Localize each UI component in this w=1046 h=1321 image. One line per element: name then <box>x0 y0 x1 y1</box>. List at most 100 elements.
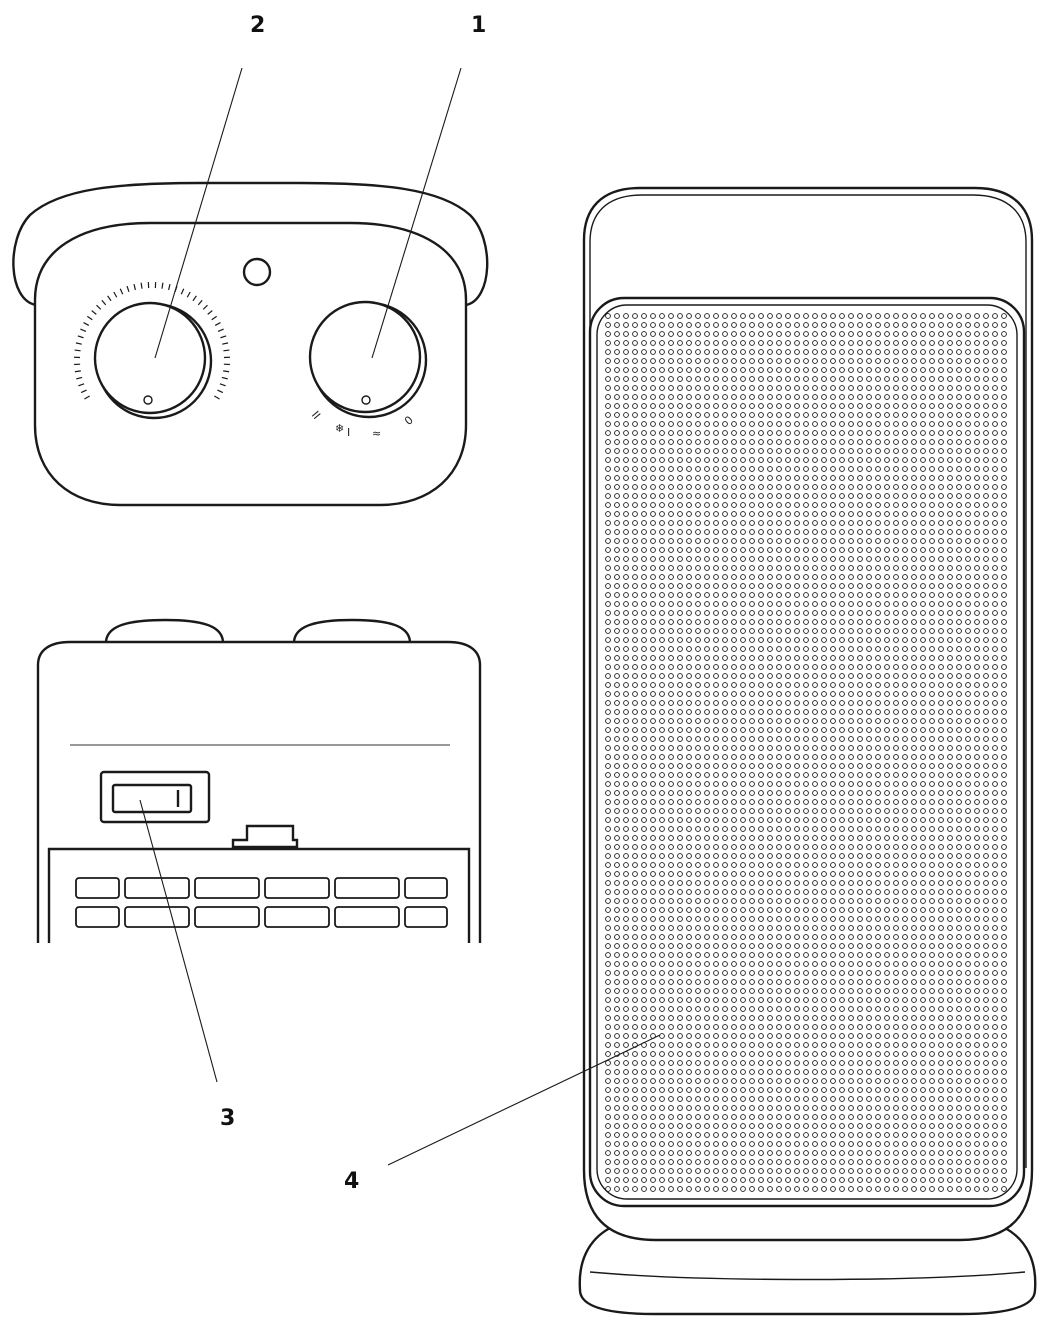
grille-hole <box>866 619 872 625</box>
grille-hole <box>812 601 818 607</box>
grille-hole <box>902 565 908 571</box>
grille-hole <box>893 349 899 355</box>
grille-hole <box>875 466 881 472</box>
grille-hole <box>614 628 620 634</box>
grille-hole <box>902 457 908 463</box>
grille-hole <box>650 547 656 553</box>
power-switch-frame[interactable] <box>99 770 211 824</box>
grille-hole <box>740 592 746 598</box>
grille-hole <box>974 331 980 337</box>
grille-hole <box>758 385 764 391</box>
grille-hole <box>695 484 701 490</box>
grille-hole <box>839 547 845 553</box>
grille-hole <box>731 592 737 598</box>
grille-hole <box>803 565 809 571</box>
thermostat-dial[interactable] <box>93 301 207 415</box>
grille-hole <box>695 565 701 571</box>
grille-hole <box>1001 439 1007 445</box>
grille-hole <box>641 349 647 355</box>
grille-hole <box>956 385 962 391</box>
grille-hole <box>704 538 710 544</box>
grille-hole <box>722 403 728 409</box>
grille-hole <box>830 376 836 382</box>
top-handle-rim <box>12 181 489 307</box>
grille-hole <box>722 619 728 625</box>
grille-hole <box>848 520 854 526</box>
grille-hole <box>911 439 917 445</box>
grille-hole <box>767 394 773 400</box>
power-switch-rocker[interactable] <box>111 783 193 814</box>
grille-hole <box>983 322 989 328</box>
scale-tick <box>211 315 218 321</box>
grille-hole <box>893 313 899 319</box>
grille-hole <box>803 520 809 526</box>
grille-hole <box>758 358 764 364</box>
grille-hole <box>767 349 773 355</box>
grille-hole <box>722 520 728 526</box>
grille-hole <box>758 412 764 418</box>
grille-hole <box>731 556 737 562</box>
grille-hole <box>938 610 944 616</box>
grille-hole <box>866 340 872 346</box>
grille-hole <box>758 439 764 445</box>
grille-hole <box>758 367 764 373</box>
grille-hole <box>686 502 692 508</box>
grille-hole <box>866 421 872 427</box>
grille-hole <box>1001 376 1007 382</box>
grille-hole <box>965 412 971 418</box>
grille-hole <box>785 367 791 373</box>
grille-hole <box>983 502 989 508</box>
scale-tick <box>91 310 97 315</box>
grille-hole <box>956 520 962 526</box>
grille-hole <box>992 394 998 400</box>
mode-dial[interactable] <box>308 300 422 414</box>
grille-hole <box>839 475 845 481</box>
grille-hole <box>812 547 818 553</box>
grille-hole <box>992 574 998 580</box>
grille-hole <box>812 403 818 409</box>
grille-hole <box>884 340 890 346</box>
grille-hole <box>605 439 611 445</box>
grille-hole <box>641 403 647 409</box>
grille-hole <box>920 430 926 436</box>
grille-hole <box>938 619 944 625</box>
grille-hole <box>632 448 638 454</box>
grille-hole <box>902 430 908 436</box>
grille-hole <box>956 367 962 373</box>
grille-hole <box>893 466 899 472</box>
grille-hole <box>758 349 764 355</box>
grille-hole <box>623 457 629 463</box>
grille-hole <box>857 448 863 454</box>
grille-hole <box>614 403 620 409</box>
grille-hole <box>632 502 638 508</box>
grille-hole <box>875 394 881 400</box>
grille-hole <box>920 394 926 400</box>
grille-hole <box>884 439 890 445</box>
grille-hole <box>911 349 917 355</box>
grille-hole <box>605 538 611 544</box>
grille-hole <box>713 592 719 598</box>
grille-hole <box>713 475 719 481</box>
vent-slot <box>334 877 400 899</box>
grille-hole <box>956 457 962 463</box>
grille-hole <box>749 349 755 355</box>
scale-tick <box>75 342 82 345</box>
grille-hole <box>641 547 647 553</box>
grille-hole <box>767 511 773 517</box>
grille-hole <box>677 628 683 634</box>
grille-hole <box>668 439 674 445</box>
grille-hole <box>1001 511 1007 517</box>
grille-hole <box>920 412 926 418</box>
grille-hole <box>758 511 764 517</box>
grille-hole <box>938 538 944 544</box>
grille-hole <box>677 583 683 589</box>
grille-hole <box>857 592 863 598</box>
grille-hole <box>911 511 917 517</box>
grille-hole <box>857 340 863 346</box>
grille-hole <box>767 313 773 319</box>
grille-hole <box>974 610 980 616</box>
grille-hole <box>749 367 755 373</box>
grille-hole <box>920 565 926 571</box>
grille-hole <box>659 592 665 598</box>
scale-tick <box>74 370 81 373</box>
